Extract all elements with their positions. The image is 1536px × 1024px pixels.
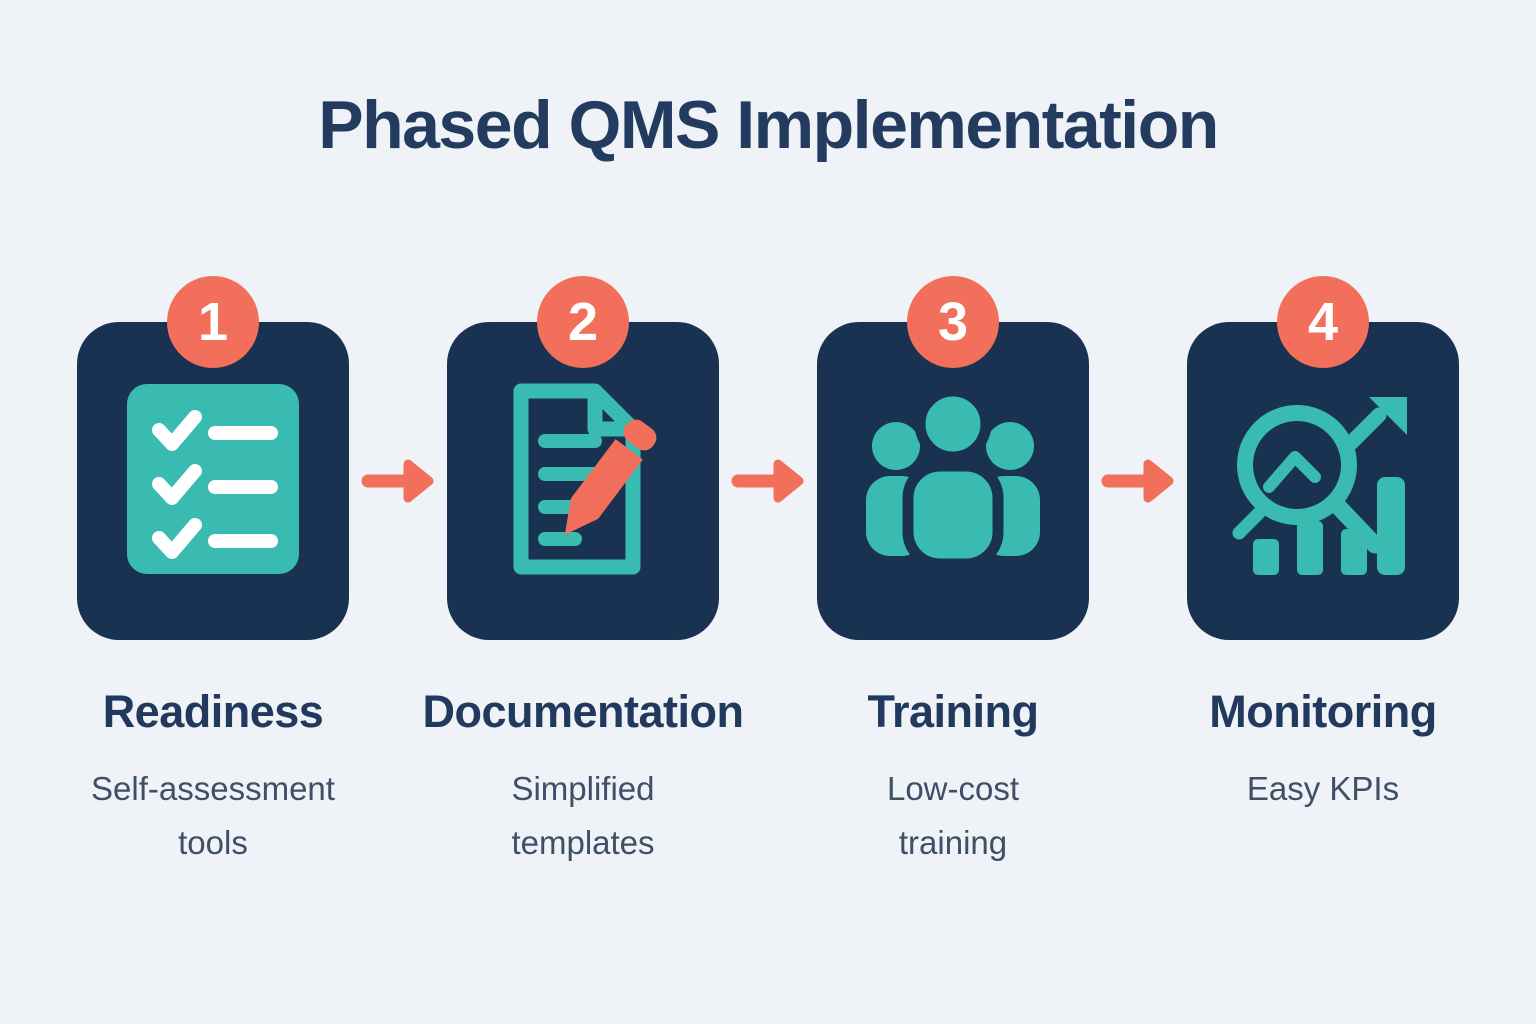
- phase-description: Self-assessment tools: [91, 770, 335, 861]
- phase-number-badge: 2: [537, 276, 629, 368]
- phase-card: [817, 322, 1089, 640]
- phase-card: [1187, 322, 1459, 640]
- chart-magnifier-icon: [1223, 381, 1423, 582]
- phase-number-badge: 4: [1277, 276, 1369, 368]
- arrow-icon: [1089, 322, 1187, 640]
- document-edit-icon: [483, 379, 683, 584]
- phase-training: 3 Training Low-cost: [817, 276, 1089, 870]
- checklist-icon: [127, 383, 299, 579]
- phase-documentation: 2: [423, 276, 744, 870]
- phase-name: Documentation: [422, 686, 745, 737]
- phase-monitoring: 4: [1187, 276, 1459, 816]
- phase-name: Training: [867, 686, 1039, 737]
- phase-readiness: 1 Readiness Self-assessment tools: [77, 276, 349, 870]
- phase-description: Simplified templates: [511, 770, 655, 861]
- phase-card: [447, 322, 719, 640]
- phase-description: Easy KPIs: [1246, 770, 1400, 807]
- phases-row: 1 Readiness Self-assessment tools: [0, 276, 1536, 870]
- phase-description: Low-cost training: [886, 770, 1020, 861]
- arrow-icon: [719, 322, 817, 640]
- people-group-icon: [848, 384, 1058, 579]
- phase-name: Monitoring: [1209, 686, 1437, 737]
- phase-number-badge: 3: [907, 276, 999, 368]
- page-title: Phased QMS Implementation: [318, 87, 1219, 163]
- arrow-icon: [349, 322, 447, 640]
- phase-number-badge: 1: [167, 276, 259, 368]
- phase-name: Readiness: [102, 686, 324, 737]
- phase-card: [77, 322, 349, 640]
